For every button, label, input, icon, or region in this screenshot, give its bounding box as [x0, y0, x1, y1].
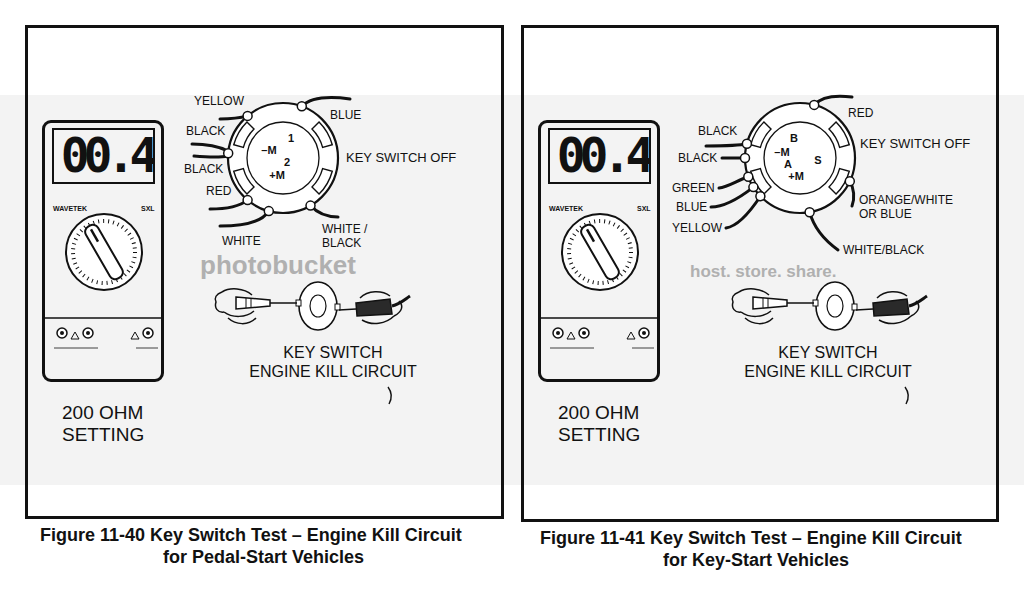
part-label: KEY SWITCH ENGINE KILL CIRCUIT [245, 343, 421, 381]
terminal-lugs [741, 100, 855, 216]
wire-color-label: WHITE/BLACK [843, 243, 924, 257]
terminal-lug [845, 177, 854, 186]
wire [210, 200, 248, 209]
terminal-label: –M [774, 146, 789, 159]
multimeter-face [45, 214, 161, 348]
wire [220, 211, 269, 226]
wire [706, 144, 747, 146]
terminal-label: A [784, 158, 792, 171]
terminal-lug [742, 139, 751, 148]
terminal-label: –M [261, 144, 276, 157]
terminal-label: +M [269, 169, 285, 182]
label-text: KEY SWITCH ENGINE KILL CIRCUIT [744, 344, 911, 380]
meter-reading: 00.4 [52, 128, 155, 184]
wire-color-label: ORANGE/WHITE OR BLUE [859, 193, 963, 221]
terminal-lug [756, 192, 765, 201]
switch-wires [192, 98, 350, 226]
terminal-lug [810, 100, 819, 109]
wire [711, 187, 753, 207]
probe-test-sketch [215, 282, 410, 404]
terminal-lugs [224, 102, 315, 216]
model-label: SXL [637, 205, 651, 213]
switch-wires [706, 96, 854, 250]
line-spacer [245, 343, 275, 345]
wire [192, 144, 228, 151]
terminal-lug [243, 111, 252, 120]
wire [810, 212, 838, 250]
wire-color-label: WHITE / BLACK [322, 222, 382, 250]
line-spacer [391, 343, 421, 345]
key-switch [745, 103, 855, 213]
wire-color-label: BLACK [184, 162, 223, 176]
setting-label: 200 OHM SETTING [558, 402, 653, 446]
wire-color-label: BLACK [698, 124, 737, 138]
line-spacer [740, 343, 770, 345]
terminal-lug [749, 183, 758, 192]
terminal-lug [306, 201, 315, 210]
line-spacer [886, 343, 916, 345]
multimeter: 00.4WAVETEK SXL [42, 120, 164, 382]
wire [194, 156, 228, 157]
key-switch [228, 103, 338, 213]
probe-test-sketch [732, 282, 927, 404]
setting-label: 200 OHM SETTING [62, 402, 157, 446]
watermark: host. store. share. [690, 262, 836, 282]
brand-label: WAVETEK [549, 205, 583, 213]
multimeter: 00.4WAVETEK SXL [538, 120, 660, 382]
terminal-label: +M [788, 170, 804, 183]
switch-state-label: KEY SWITCH OFF [860, 136, 970, 151]
terminal-lug [744, 172, 753, 181]
terminal-lug [243, 196, 252, 205]
wire-color-label: BLACK [678, 151, 717, 165]
wire [726, 196, 760, 228]
wire-color-label: YELLOW [194, 94, 244, 108]
wire-color-label: BLUE [676, 200, 707, 214]
terminal-lug [297, 102, 306, 111]
wire-color-label: GREEN [672, 181, 715, 195]
terminal-lug [224, 149, 233, 158]
wire-color-label: YELLOW [672, 221, 722, 235]
watermark-band [0, 95, 1024, 485]
switch-state-label: KEY SWITCH OFF [346, 150, 456, 165]
model-label: SXL [141, 205, 155, 213]
terminal-label: B [790, 132, 798, 145]
wire-color-label: BLUE [330, 108, 361, 122]
terminal-label: S [814, 154, 821, 167]
terminal-label: 2 [284, 156, 290, 169]
wire-color-label: BLACK [186, 124, 225, 138]
part-label: KEY SWITCH ENGINE KILL CIRCUIT [740, 343, 916, 381]
wire-color-label: RED [848, 106, 873, 120]
brand-label: WAVETEK [53, 205, 87, 213]
wire-color-label: WHITE [222, 234, 261, 248]
terminal-label: 1 [288, 132, 294, 145]
watermark: photobucket [200, 250, 356, 281]
label-text: KEY SWITCH ENGINE KILL CIRCUIT [249, 344, 416, 380]
terminal-lug [741, 154, 750, 163]
figure-caption: Figure 11-41 Key Switch Test – Engine Ki… [540, 527, 978, 571]
meter-reading: 00.4 [548, 128, 651, 184]
figure-caption: Figure 11-40 Key Switch Test – Engine Ki… [40, 524, 478, 568]
wire [302, 98, 350, 107]
terminal-lug [805, 208, 814, 217]
wire-color-label: RED [206, 184, 231, 198]
wire [814, 96, 852, 105]
multimeter-face [541, 214, 657, 348]
terminal-lug [264, 207, 273, 216]
